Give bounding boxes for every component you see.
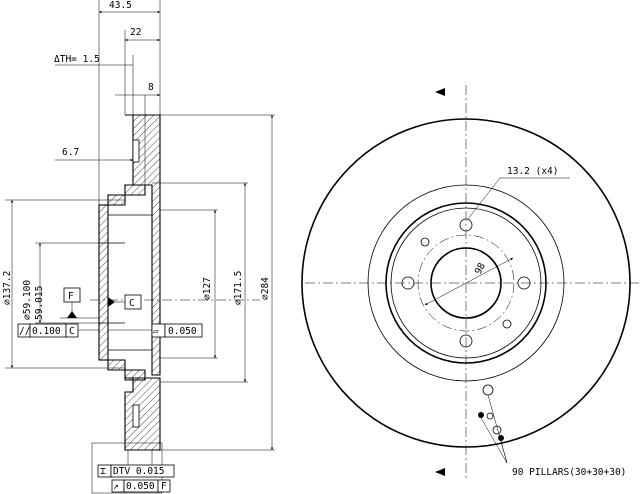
parallel-symbol: // <box>19 326 30 337</box>
datum-c-label: C <box>129 298 135 309</box>
disc-outer-edge <box>301 118 631 448</box>
friction-ring-inner <box>367 184 565 382</box>
hat-step <box>390 207 542 359</box>
runout-value: 0.050 <box>126 481 155 492</box>
pillar-group-2 <box>478 412 484 418</box>
dim-pcd: 98 <box>473 261 488 277</box>
runout-datum: F <box>161 481 167 492</box>
hat-bottom-wall <box>107 359 146 381</box>
parallel-datum: C <box>69 326 75 337</box>
datum-c-box <box>124 294 142 310</box>
wheel-bolt-hole-left <box>401 276 415 290</box>
vent-slot-bottom <box>132 404 140 428</box>
dtv-symbol: ⌶ <box>100 466 106 477</box>
dim-diameter-171: ⌀171.5 <box>233 271 244 305</box>
dim-diameter-137: ⌀137.2 <box>2 271 13 305</box>
bolt-circle <box>417 234 515 332</box>
runout-symbol: ↗ <box>113 481 119 492</box>
dim-flange: 8 <box>148 82 154 93</box>
dtv-tolerance-frame: ⌶ DTV 0.015 <box>97 464 175 478</box>
datum-f-triangle <box>67 311 77 318</box>
flatness-value: 0.050 <box>168 326 197 337</box>
dim-bore-min: 59.015 <box>34 286 45 320</box>
locating-hole-2 <box>502 319 512 329</box>
hat-mounting-face <box>98 204 109 361</box>
parallelism-tolerance-frame: // 0.100 C <box>17 323 99 338</box>
runout-tolerance-frame: ↗ 0.050 F <box>111 479 171 493</box>
dim-bore-max: ⌀59.100 <box>22 280 33 320</box>
pillar-group-5 <box>498 435 504 441</box>
wheel-bolt-hole-right <box>517 276 531 290</box>
hat-top-wall <box>107 184 146 206</box>
datum-f-label: F <box>68 291 74 302</box>
flatness-tolerance-frame: ▱ 0.050 <box>108 323 203 338</box>
section-view: 43.5 22 ΔTH= 1.5 8 6.7 ⌀137.2 ⌀59.100 59… <box>2 0 275 494</box>
pillar-group-4 <box>492 425 502 435</box>
dim-hat-depth: 22 <box>130 27 141 38</box>
dim-pillars: 90 PILLARS(30+30+30) <box>512 467 626 478</box>
pillar-group-3 <box>486 412 494 420</box>
parallel-value: 0.100 <box>32 326 61 337</box>
dim-thickness-variation: ΔTH= 1.5 <box>54 54 100 65</box>
datum-c-triangle <box>108 297 115 307</box>
section-rotor-ring-top <box>125 114 161 376</box>
flatness-symbol: ▱ <box>153 326 159 337</box>
section-rotor-ring-bottom <box>124 377 161 451</box>
dim-diameter-284: ⌀284 <box>260 277 271 300</box>
pillar-group-1 <box>482 384 494 396</box>
dim-diameter-127: ⌀127 <box>202 277 213 300</box>
dim-overall-width: 43.5 <box>109 0 132 11</box>
dim-holes: 13.2 (x4) <box>507 166 558 177</box>
dim-hat-wall: 6.7 <box>62 147 79 158</box>
dtv-value: DTV 0.015 <box>113 466 164 477</box>
locating-hole-1 <box>420 237 430 247</box>
wheel-bolt-hole-bottom <box>459 334 473 348</box>
vent-slot-top <box>132 139 140 163</box>
hat-outer-edge <box>385 202 547 364</box>
wheel-bolt-hole-top <box>459 218 473 232</box>
front-view: 98 13.2 (x4) 90 PILLARS(30+30+30) <box>301 85 640 480</box>
